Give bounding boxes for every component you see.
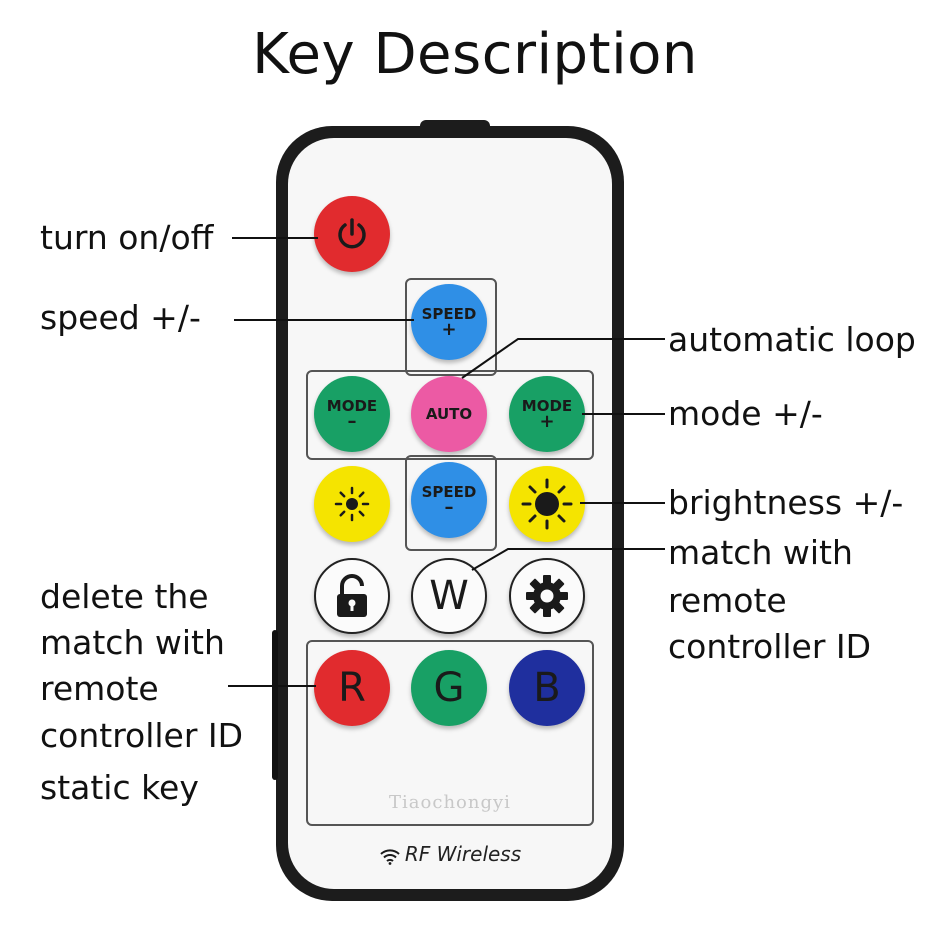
label-match-2: remote [668, 581, 787, 620]
delete-match-button[interactable] [314, 558, 390, 634]
blue-button[interactable]: B [509, 650, 585, 726]
match-settings-button[interactable] [509, 558, 585, 634]
speed-down-label: SPEED [421, 483, 477, 501]
green-button-label: G [433, 665, 465, 711]
speed-down-button[interactable]: SPEED – [411, 462, 487, 538]
brightness-up-button[interactable] [509, 466, 585, 542]
brand-label: RF Wireless [340, 842, 560, 866]
speed-down-sign: – [444, 497, 454, 518]
unlock-icon [337, 574, 367, 617]
gear-icon [526, 575, 568, 617]
red-button[interactable]: R [314, 650, 390, 726]
label-auto: automatic loop [668, 320, 916, 359]
power-icon [338, 218, 366, 249]
blue-button-label: B [533, 665, 561, 711]
label-delete-3: remote [40, 669, 159, 708]
mode-down-button[interactable]: MODE – [314, 376, 390, 452]
label-speed: speed +/- [40, 298, 201, 337]
label-power: turn on/off [40, 218, 214, 257]
page-title: Key Description [252, 22, 698, 87]
sun-small-icon [334, 486, 370, 522]
label-match-1: match with [668, 533, 853, 572]
watermark: Tiaochongyi [389, 792, 511, 813]
wifi-icon [380, 848, 400, 865]
label-delete-1: delete the [40, 577, 209, 616]
label-brightness: brightness +/- [668, 483, 904, 522]
power-button[interactable] [314, 196, 390, 272]
brand-text: RF Wireless [404, 842, 522, 866]
remote-top-bump [420, 120, 490, 130]
remote-side-notch [272, 630, 278, 780]
label-static: static key [40, 768, 199, 807]
white-button[interactable]: W [411, 558, 487, 634]
label-match-3: controller ID [668, 627, 872, 666]
auto-button[interactable]: AUTO [411, 376, 487, 452]
static-key-panel [306, 640, 594, 826]
auto-label: AUTO [425, 405, 473, 423]
mode-up-sign: + [539, 411, 555, 432]
mode-up-button[interactable]: MODE + [509, 376, 585, 452]
speed-panel-bottom [405, 455, 497, 551]
mode-down-label: MODE [326, 397, 378, 415]
remote-control [276, 126, 624, 901]
label-mode: mode +/- [668, 394, 823, 433]
green-button[interactable]: G [411, 650, 487, 726]
speed-up-button[interactable]: SPEED + [411, 284, 487, 360]
speed-up-label: SPEED [421, 305, 477, 323]
mode-down-sign: – [347, 411, 357, 432]
speed-panel-top [405, 278, 497, 376]
sun-large-icon [521, 478, 573, 530]
label-delete-2: match with [40, 623, 225, 662]
mode-up-label: MODE [521, 397, 573, 415]
mode-panel [306, 370, 594, 460]
label-delete-4: controller ID [40, 716, 244, 755]
speed-up-sign: + [441, 319, 457, 340]
brightness-down-button[interactable] [314, 466, 390, 542]
red-button-label: R [338, 665, 366, 711]
white-button-label: W [429, 573, 469, 619]
